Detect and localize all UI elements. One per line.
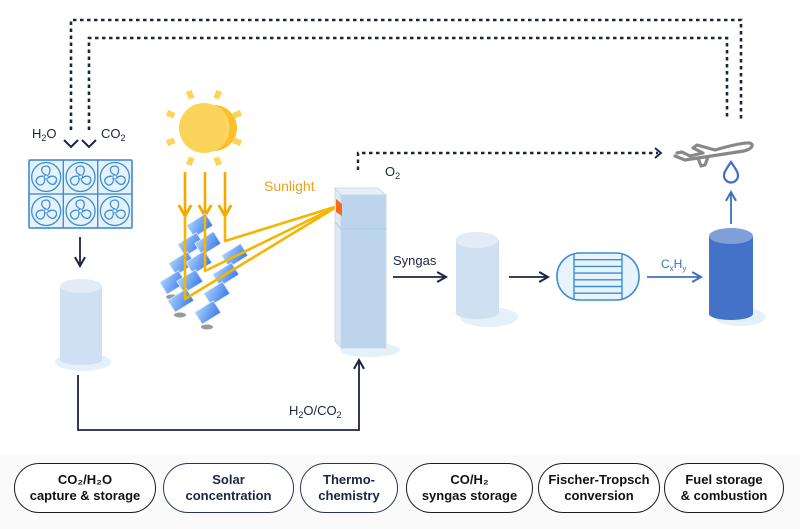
fan-blade-icon: [104, 165, 126, 186]
airplane-icon: [673, 141, 754, 168]
recycle-loop-inner: [87, 36, 729, 130]
sun-ray: [213, 89, 223, 100]
o2-label: O2: [385, 164, 400, 181]
co2-label: CO2: [101, 126, 126, 143]
sun-icon: [165, 89, 243, 167]
heliostat-panel: [186, 213, 214, 238]
stage-thermochemistry: Thermo- chemistry: [300, 463, 398, 513]
sun-ray: [185, 89, 195, 100]
stage-capture-storage: CO₂/H₂O capture & storage: [14, 463, 156, 513]
stage-line1: Thermo-: [323, 472, 375, 487]
heliostat-panel: [203, 281, 231, 306]
stage-line1: Fischer-Tropsch: [548, 472, 650, 487]
stage-fischer-tropsch: Fischer-Tropsch conversion: [538, 463, 660, 513]
syngas-tank-icon: [455, 232, 518, 327]
sun-ray: [165, 137, 176, 147]
recycle-h2o-co2-line: [77, 357, 365, 431]
stage-line1: Solar: [212, 472, 245, 487]
stage-line2: conversion: [564, 488, 634, 503]
fan-cell: [97, 193, 133, 229]
h2o-co2-arrowheads: [63, 139, 97, 149]
stage-line2: capture & storage: [29, 488, 141, 503]
o2-arrowhead: [654, 147, 663, 159]
stage-line2: concentration: [185, 488, 272, 503]
fan-blade-icon: [35, 199, 58, 220]
heliostat-panel: [194, 231, 222, 256]
o2-dotted-line: [356, 151, 658, 170]
heliostat-panel: [159, 270, 187, 295]
fan-blade-icon: [69, 165, 92, 186]
stage-solar-concentration: Solar concentration: [163, 463, 294, 513]
sunlight-label: Sunlight: [264, 178, 315, 194]
stage-line2: syngas storage: [421, 488, 518, 503]
fan-array-icon: [28, 159, 133, 229]
heliostat-panel: [167, 288, 195, 313]
heliostat-base: [201, 324, 213, 330]
cxhy-label: CxHy: [661, 257, 686, 273]
reflected-sunlight-beams: [183, 204, 339, 301]
stage-line2: chemistry: [318, 488, 380, 503]
fan-blade-icon: [35, 165, 58, 186]
h2o-label: H2O: [32, 126, 57, 143]
stage-line2: & combustion: [680, 488, 768, 503]
sun-ray: [232, 109, 243, 119]
syngas-label: Syngas: [393, 253, 437, 268]
heliostat-panel: [194, 300, 222, 325]
sun-ray: [232, 137, 243, 147]
process-diagram: H2O CO2 H2O/CO2 Sunlight: [28, 18, 766, 431]
heliostat-base: [174, 312, 186, 318]
fuel-tank-icon: [709, 228, 766, 326]
reactor-tower-icon: [334, 186, 400, 357]
fuel-drop-icon: [722, 160, 740, 184]
capture-storage-tank-icon: [55, 279, 111, 371]
sun-ray: [165, 109, 176, 119]
fan-blade-icon: [69, 199, 92, 220]
fischer-tropsch-reactor-icon: [556, 252, 640, 301]
sun-ray: [213, 156, 223, 167]
stage-syngas-storage: CO/H₂ syngas storage: [406, 463, 533, 513]
sunlight-rays: [177, 172, 233, 219]
fan-blade-icon: [104, 199, 126, 220]
stage-line1: CO/H₂: [450, 472, 489, 487]
stage-line1: Fuel storage: [685, 472, 763, 487]
stage-fuel-storage-combustion: Fuel storage & combustion: [664, 463, 784, 513]
recycle-h2o-co2-label: H2O/CO2: [289, 403, 342, 420]
sun-ray: [185, 156, 195, 167]
stage-line1: CO₂/H₂O: [57, 472, 113, 487]
